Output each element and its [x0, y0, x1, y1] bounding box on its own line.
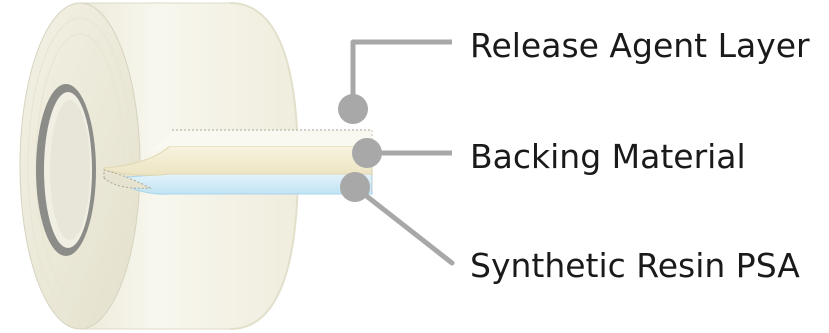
- release-agent-layer: [150, 130, 372, 152]
- tape-curl: [103, 169, 152, 189]
- callout-psa: [340, 172, 455, 266]
- callout-dot-release: [338, 94, 368, 124]
- callout-release: [338, 39, 452, 124]
- synthetic-resin-psa-label: Synthetic Resin PSA: [470, 246, 800, 285]
- tape-core: [36, 84, 96, 256]
- unrolled-tape-strip: [103, 129, 373, 195]
- callout-dot-psa: [340, 172, 370, 202]
- psa-layer: [110, 173, 373, 195]
- release-agent-layer-label: Release Agent Layer: [470, 26, 810, 65]
- backing-material-label: Backing Material: [470, 137, 746, 176]
- callout-backing: [352, 138, 452, 168]
- callout-dot-backing: [352, 138, 382, 168]
